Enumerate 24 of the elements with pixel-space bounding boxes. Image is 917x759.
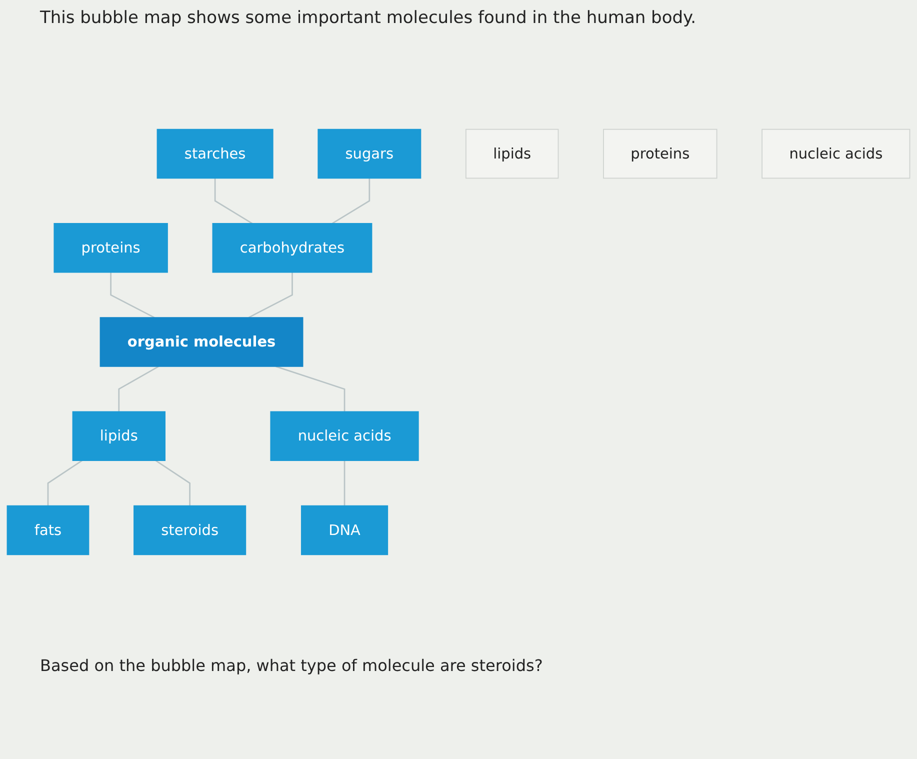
node-box: organic molecules: [100, 317, 304, 367]
connector: [332, 178, 370, 224]
node-box: lipids: [466, 128, 559, 179]
connector: [214, 178, 253, 224]
node-box: carbohydrates: [212, 223, 372, 273]
node-box: DNA: [300, 505, 388, 556]
connector: [155, 460, 190, 506]
connector: [118, 366, 159, 412]
node-box: lipids: [72, 411, 166, 461]
node-box: sugars: [318, 128, 422, 179]
connector: [276, 366, 346, 412]
node-box: starches: [156, 128, 274, 179]
node-box: nucleic acids: [270, 411, 419, 461]
node-box: nucleic acids: [762, 128, 910, 179]
node-box: proteins: [603, 128, 718, 179]
connector: [344, 460, 346, 506]
node-box: proteins: [54, 223, 168, 273]
connector: [248, 272, 293, 318]
node-box: steroids: [134, 505, 246, 556]
connector: [110, 272, 155, 318]
title: This bubble map shows some important molecules found in the human body.: [40, 8, 698, 28]
question-text: Based on the bubble map, what type of molecule are steroids?: [40, 656, 544, 675]
node-box: fats: [6, 505, 90, 556]
connector: [47, 460, 82, 506]
